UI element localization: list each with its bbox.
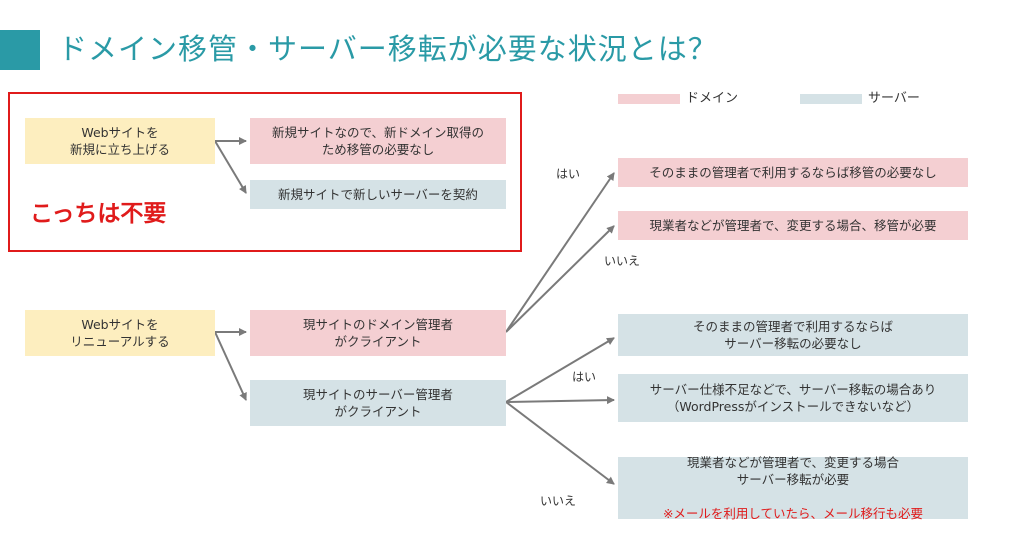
server-no-box: 現業者などが管理者で、変更する場合 サーバー移転が必要 ※メールを利用していたら… — [618, 455, 968, 521]
server-no-text: 現業者などが管理者で、変更する場合 サーバー移転が必要 — [686, 455, 899, 487]
new-site-start-text: Webサイトを 新規に立ち上げる — [69, 125, 170, 157]
not-needed-label: こっちは不要 — [30, 201, 167, 227]
legend-domain-label: ドメイン — [686, 91, 739, 106]
renewal-start-text: Webサイトを リニューアルする — [70, 317, 170, 349]
domain-yes-box: そのままの管理者で利用するならば移管の必要なし — [618, 158, 968, 187]
edge-label-server-no: いいえ — [540, 494, 577, 508]
new-site-domain-box: 新規サイトなので、新ドメイン取得の ため移管の必要なし — [250, 118, 506, 164]
server-yes-2-box: サーバー仕様不足などで、サーバー移転の場合あり （WordPressがインストー… — [618, 374, 968, 422]
edge-label-domain-yes: はい — [556, 167, 581, 181]
server-yes-2-text: サーバー仕様不足などで、サーバー移転の場合あり （WordPressがインストー… — [649, 382, 937, 414]
new-site-start-box: Webサイトを 新規に立ち上げる — [25, 118, 215, 164]
legend-domain-swatch — [618, 94, 680, 104]
legend-server-swatch — [800, 94, 862, 104]
domain-no-box: 現業者などが管理者で、変更する場合、移管が必要 — [618, 211, 968, 240]
domain-client-text: 現サイトのドメイン管理者 がクライアント — [302, 317, 453, 349]
server-yes-1-box: そのままの管理者で利用するならば サーバー移転の必要なし — [618, 314, 968, 356]
new-site-server-box: 新規サイトで新しいサーバーを契約 — [250, 180, 506, 209]
flow-arrows — [214, 137, 615, 485]
arrow-server-yes-1 — [505, 337, 615, 403]
legend-server-label: サーバー — [868, 91, 920, 106]
server-yes-1-text: そのままの管理者で利用するならば サーバー移転の必要なし — [692, 319, 893, 351]
edge-label-domain-no: いいえ — [604, 254, 641, 268]
server-no-note: ※メールを利用していたら、メール移行も必要 — [662, 506, 924, 521]
new-site-server-text: 新規サイトで新しいサーバーを契約 — [278, 187, 478, 202]
server-client-text: 現サイトのサーバー管理者 がクライアント — [303, 387, 453, 419]
title-accent-bar — [0, 30, 40, 70]
new-site-domain-text: 新規サイトなので、新ドメイン取得の ため移管の必要なし — [271, 125, 484, 157]
edge-label-server-yes: はい — [572, 370, 597, 384]
not-needed-frame — [8, 92, 522, 252]
page-title: ドメイン移管・サーバー移転が必要な状況とは？ — [58, 32, 718, 66]
domain-no-text: 現業者などが管理者で、変更する場合、移管が必要 — [649, 218, 937, 233]
renewal-start-box: Webサイトを リニューアルする — [25, 310, 215, 356]
arrow-server-no — [505, 401, 615, 485]
server-client-box: 現サイトのサーバー管理者 がクライアント — [250, 380, 506, 426]
domain-client-box: 現サイトのドメイン管理者 がクライアント — [250, 310, 506, 356]
arrow-new-to-server — [214, 140, 247, 194]
arrow-domain-yes — [505, 172, 615, 333]
domain-yes-text: そのままの管理者で利用するならば移管の必要なし — [649, 165, 937, 180]
arrow-server-yes-2 — [505, 396, 615, 405]
arrow-domain-no — [505, 225, 615, 333]
arrow-renew-to-server-client — [214, 331, 247, 401]
